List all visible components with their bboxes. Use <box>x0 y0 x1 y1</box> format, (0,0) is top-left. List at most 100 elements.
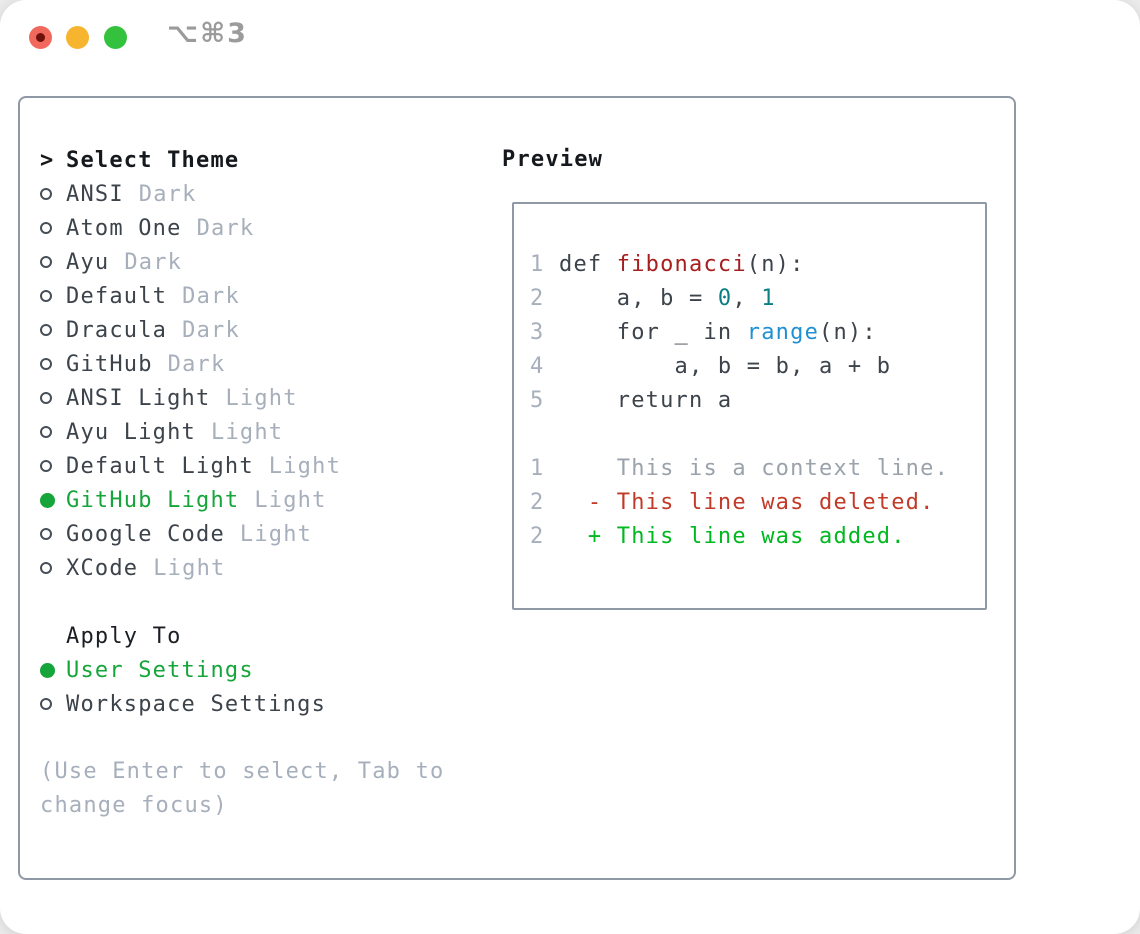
radio-unselected-icon <box>40 256 66 268</box>
code-line: 2 a, b = 0, 1 <box>530 282 977 316</box>
theme-option[interactable]: Default Dark <box>40 279 444 313</box>
theme-variant-tag: Light <box>239 521 313 547</box>
line-number <box>530 418 559 452</box>
theme-variant-tag: Light <box>225 385 298 411</box>
preview-title: Preview <box>502 147 604 172</box>
code-line: 2 + This line was added. <box>530 520 977 554</box>
radio-unselected-icon <box>40 392 66 404</box>
radio-unselected-icon <box>40 188 66 200</box>
theme-name: GitHub <box>66 351 153 377</box>
close-button[interactable] <box>29 26 52 49</box>
line-content: return a <box>559 388 733 413</box>
theme-name: ANSI <box>66 181 124 207</box>
theme-variant-tag: Dark <box>167 351 226 377</box>
code-line: 5 return a <box>530 384 977 418</box>
line-number: 5 <box>530 388 545 413</box>
help-line-1: (Use Enter to select, Tab to <box>40 759 445 784</box>
theme-option[interactable]: Google Code Light <box>40 517 444 551</box>
radio-unselected-icon <box>40 358 66 370</box>
apply-to-title: Apply To <box>66 623 182 649</box>
theme-name: Default <box>66 283 168 309</box>
spacer <box>40 585 444 619</box>
line-content: for _ in range(n): <box>559 320 877 345</box>
line-number: 2 <box>530 286 545 311</box>
help-line-2: change focus) <box>40 793 228 818</box>
radio-unselected-icon <box>40 460 66 472</box>
theme-variant-tag: Dark <box>138 181 197 207</box>
code-line: 1 This is a context line. <box>530 452 977 486</box>
theme-option[interactable]: Ayu Light Light <box>40 415 444 449</box>
line-number: 2 <box>530 524 545 549</box>
theme-name: Dracula <box>66 317 168 343</box>
apply-to-option-label: User Settings <box>66 657 254 683</box>
theme-variant-tag: Dark <box>182 317 240 343</box>
theme-option[interactable]: ANSI Light Light <box>40 381 444 415</box>
line-number: 2 <box>530 490 545 515</box>
select-theme-header: > Select Theme <box>40 143 444 177</box>
theme-option[interactable]: GitHub Light Light <box>40 483 444 517</box>
theme-option[interactable]: ANSI Dark <box>40 177 444 211</box>
select-theme-title: Select Theme <box>66 147 240 173</box>
theme-option[interactable]: Default Light Light <box>40 449 444 483</box>
apply-to-option[interactable]: Workspace Settings <box>40 687 444 721</box>
line-content: This is a context line. <box>559 456 950 481</box>
theme-variant-tag: Light <box>268 453 342 479</box>
line-number: 3 <box>530 320 545 345</box>
radio-selected-icon <box>40 662 66 678</box>
line-content: a, b = 0, 1 <box>559 286 776 311</box>
theme-name: Ayu <box>66 249 110 275</box>
radio-unselected-icon <box>40 324 66 336</box>
theme-name: GitHub Light <box>66 487 240 513</box>
help-text: (Use Enter to select, Tab to change focu… <box>40 755 444 823</box>
code-line: 3 for _ in range(n): <box>530 316 977 350</box>
theme-name: Google Code <box>66 521 225 547</box>
radio-selected-icon <box>40 492 66 508</box>
line-content: a, b = b, a + b <box>559 354 892 379</box>
prompt-caret-icon: > <box>40 147 55 173</box>
theme-name: ANSI Light <box>66 385 211 411</box>
theme-variant-tag: Light <box>211 419 284 445</box>
code-line <box>530 418 977 452</box>
apply-to-header: Apply To <box>40 619 444 653</box>
theme-variant-tag: Dark <box>124 249 183 275</box>
radio-unselected-icon <box>40 698 66 710</box>
line-content: + This line was added. <box>559 524 906 549</box>
theme-option[interactable]: Dracula Dark <box>40 313 444 347</box>
spacer <box>40 721 444 755</box>
theme-name: Ayu Light <box>66 419 197 445</box>
minimize-button[interactable] <box>66 26 89 49</box>
line-number: 4 <box>530 354 545 379</box>
theme-variant-tag: Dark <box>182 283 240 309</box>
theme-option[interactable]: XCode Light <box>40 551 444 585</box>
theme-option[interactable]: GitHub Dark <box>40 347 444 381</box>
theme-option[interactable]: Ayu Dark <box>40 245 444 279</box>
apply-to-option[interactable]: User Settings <box>40 653 444 687</box>
radio-unselected-icon <box>40 222 66 234</box>
zoom-button[interactable] <box>104 26 127 49</box>
radio-unselected-icon <box>40 426 66 438</box>
line-number: 1 <box>530 252 545 277</box>
line-content: - This line was deleted. <box>559 490 935 515</box>
radio-unselected-icon <box>40 528 66 540</box>
code-line: 4 a, b = b, a + b <box>530 350 977 384</box>
theme-name: XCode <box>66 555 139 581</box>
theme-name: Default Light <box>66 453 254 479</box>
line-number: 1 <box>530 456 545 481</box>
theme-variant-tag: Light <box>254 487 327 513</box>
radio-unselected-icon <box>40 290 66 302</box>
theme-variant-tag: Dark <box>196 215 255 241</box>
code-line: 2 - This line was deleted. <box>530 486 977 520</box>
apply-to-option-label: Workspace Settings <box>66 691 327 717</box>
unsaved-changes-dot <box>36 33 45 42</box>
radio-unselected-icon <box>40 562 66 574</box>
theme-variant-tag: Light <box>153 555 226 581</box>
